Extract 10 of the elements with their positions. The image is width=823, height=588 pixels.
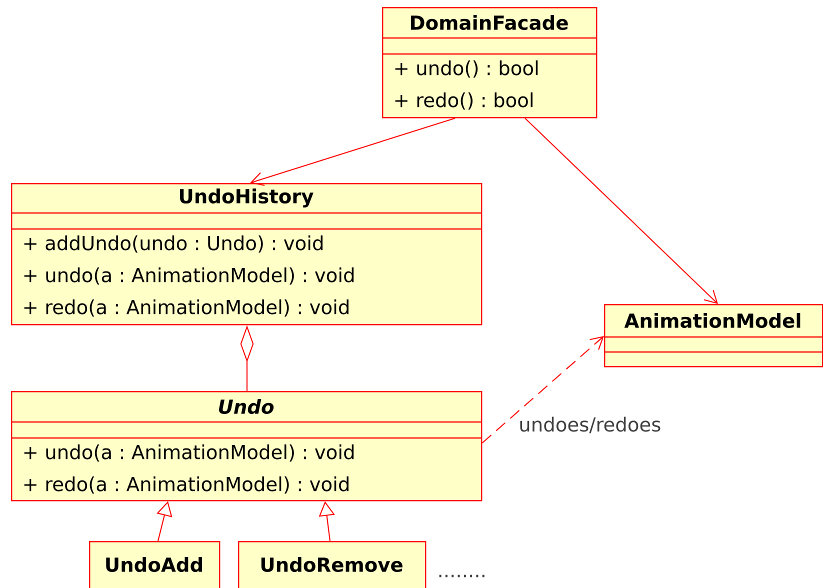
class-box: DomainFacade + undo() : bool + redo() : bool xyxy=(382,7,598,118)
class-box: AnimationModel xyxy=(604,304,823,368)
class-box: UndoAdd xyxy=(89,541,220,588)
class-box: Undo + undo(a : AnimationModel) : void + redo(a : AnimationModel) : void xyxy=(11,391,482,502)
arrow xyxy=(524,118,718,304)
class-box: UndoHistory + addUndo(undo : Undo) : void + undo(a : AnimationModel) : void + redo(a : AnimationModel) : void xyxy=(11,183,482,326)
class-box: UndoRemove xyxy=(238,541,426,588)
arrow xyxy=(482,336,604,444)
arrow xyxy=(250,118,456,186)
edge-label: undoes/redoes xyxy=(517,415,663,435)
